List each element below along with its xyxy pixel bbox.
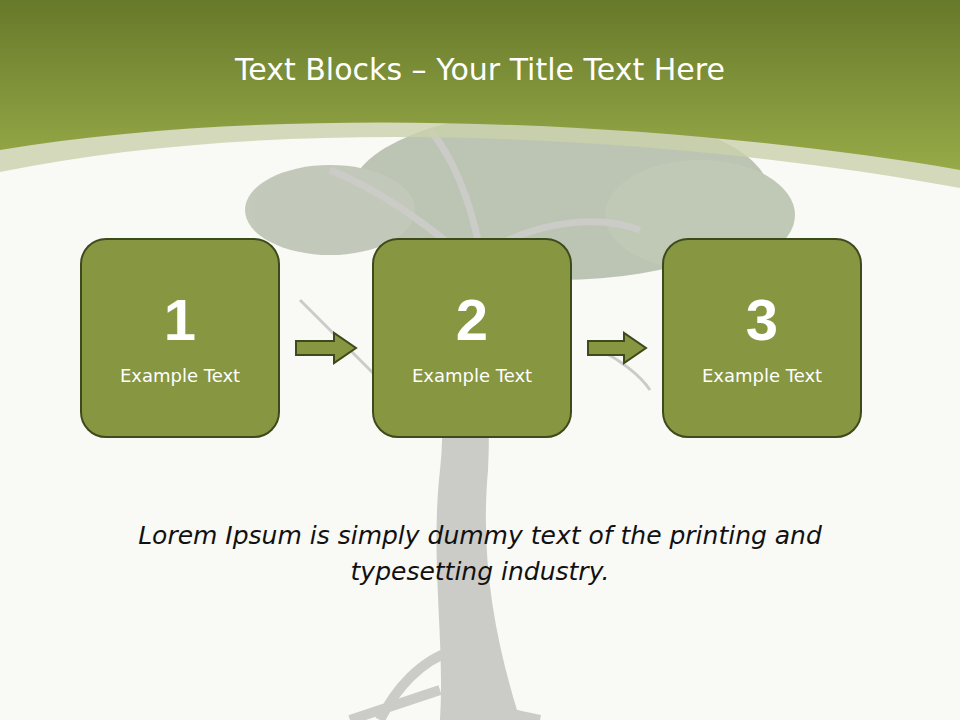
process-box: 3Example Text xyxy=(662,238,862,438)
block-arrow xyxy=(296,333,356,363)
step-number: 1 xyxy=(164,288,196,352)
step-label: Example Text xyxy=(404,364,540,387)
slide-title: Text Blocks – Your Title Text Here xyxy=(40,52,920,87)
step-label: Example Text xyxy=(112,364,248,387)
block-arrow xyxy=(588,333,646,363)
step-number: 2 xyxy=(456,288,488,352)
step-number: 3 xyxy=(746,288,778,352)
process-box: 1Example Text xyxy=(80,238,280,438)
caption-text: Lorem Ipsum is simply dummy text of the … xyxy=(110,518,850,591)
process-box: 2Example Text xyxy=(372,238,572,438)
step-label: Example Text xyxy=(694,364,830,387)
